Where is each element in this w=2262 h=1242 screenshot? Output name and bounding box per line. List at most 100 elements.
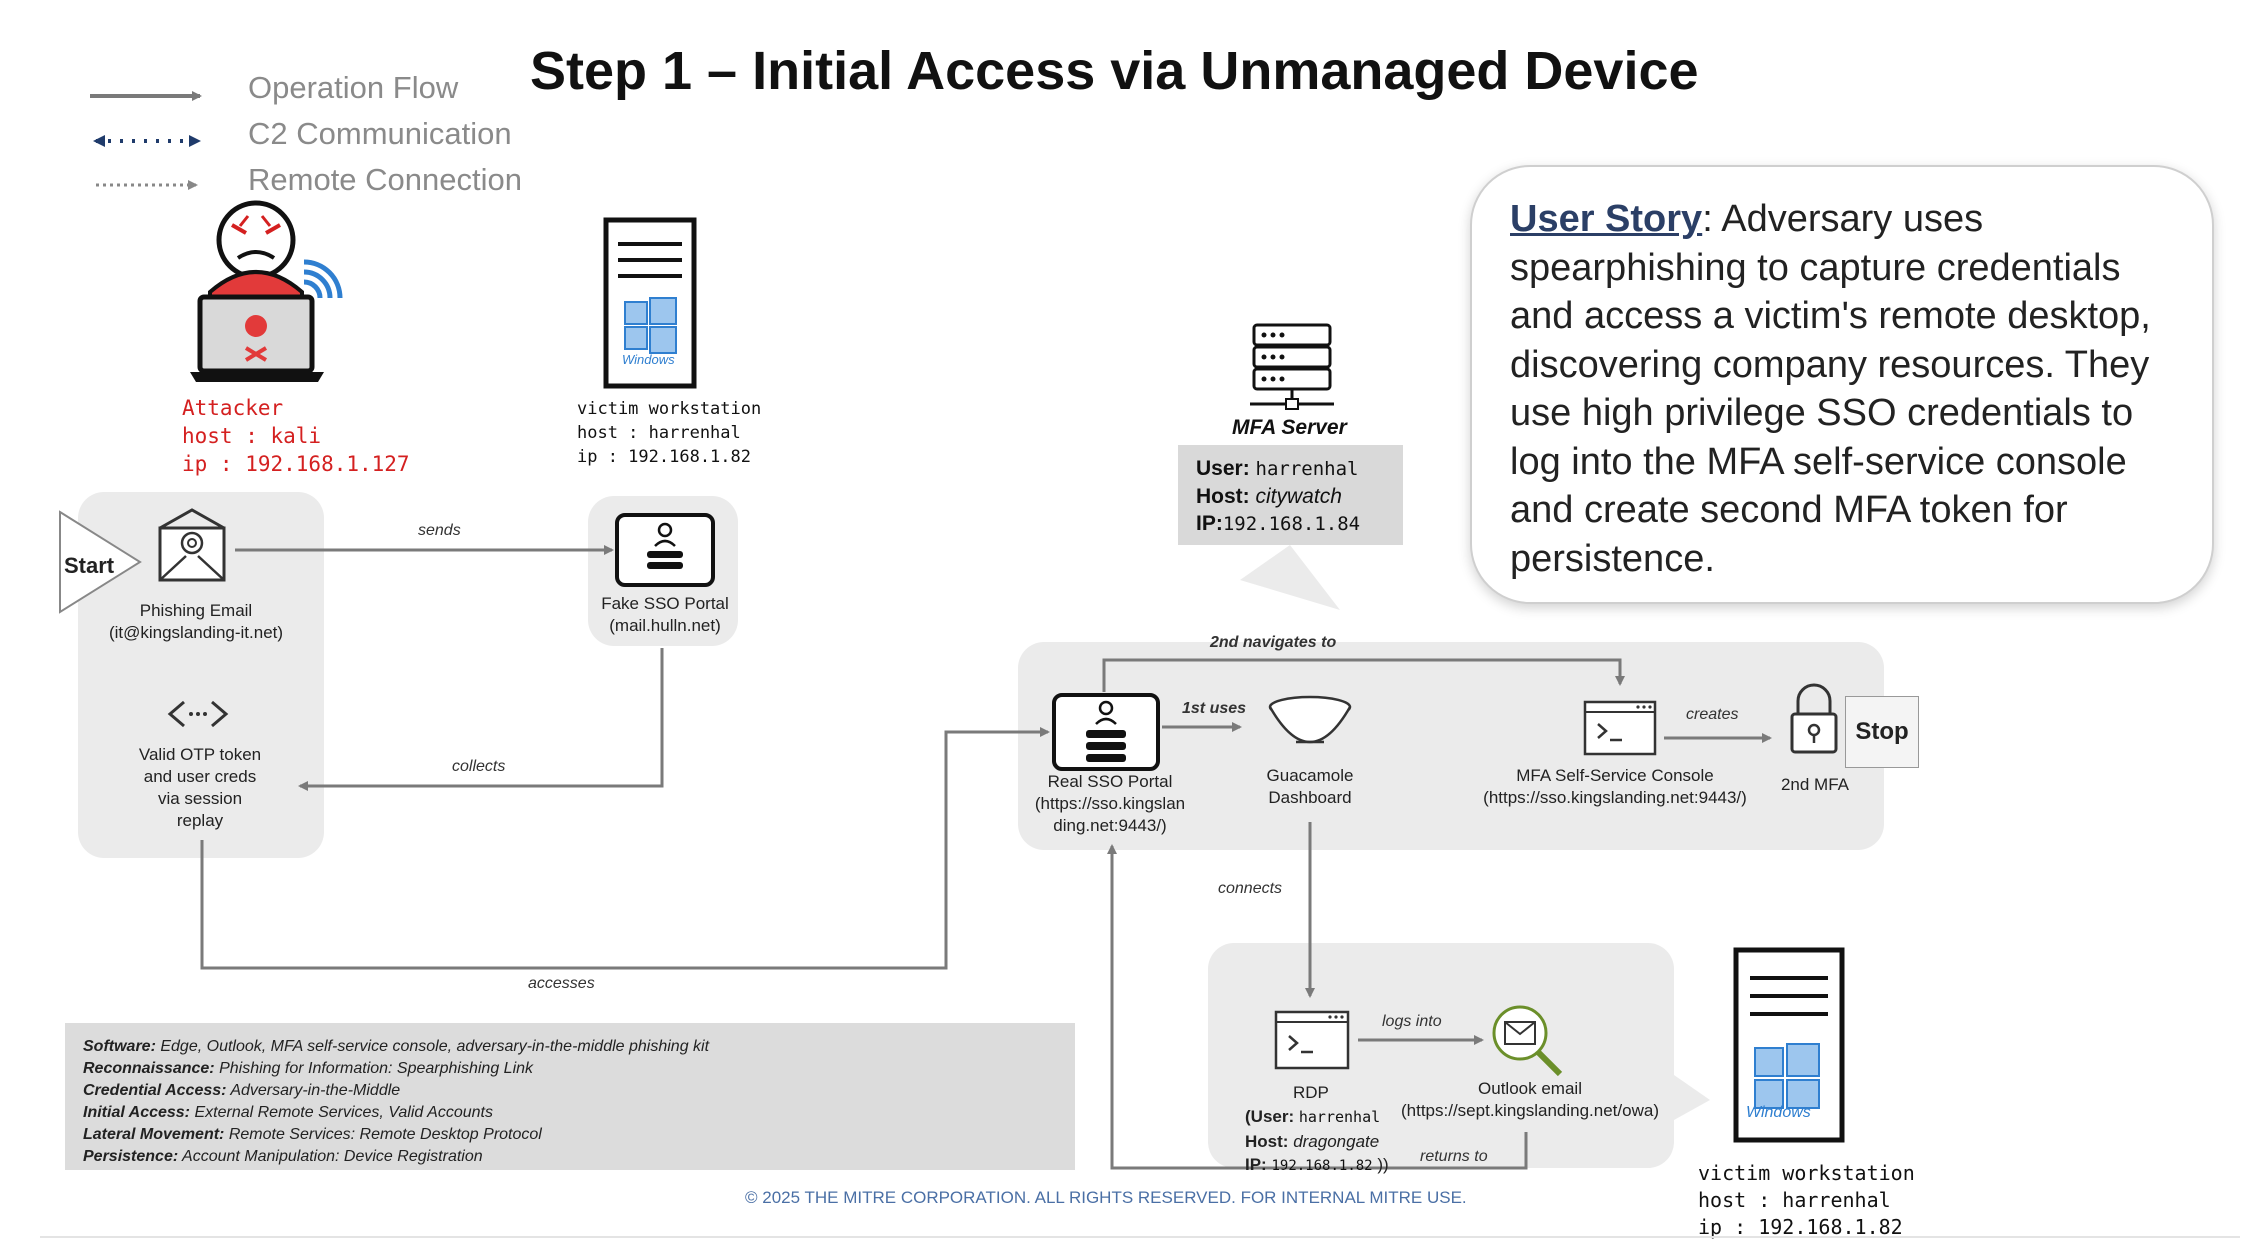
lock-icon <box>1790 683 1838 754</box>
edge-label-logs-into: logs into <box>1382 1013 1442 1030</box>
ttp-box <box>65 1023 1075 1170</box>
mfa-console-terminal-icon <box>1583 700 1657 756</box>
ttp-persist-key: Persistence: <box>83 1148 179 1165</box>
victim-top-name: victim workstation <box>577 399 762 419</box>
victim-bottom-host: host : harrenhal <box>1698 1188 1891 1212</box>
windows-label-top: Windows <box>622 352 675 367</box>
mfa-server-icon <box>1250 323 1334 410</box>
edge-label-uses: 1st uses <box>1182 700 1247 717</box>
real-sso-icon <box>1052 693 1160 771</box>
mfa-callout-pointer <box>1240 545 1340 610</box>
ttp-initial-val: External Remote Services, Valid Accounts <box>194 1104 493 1121</box>
legend-c2-communication: C2 Communication <box>248 116 512 151</box>
mfa-host-key: Host: <box>1196 485 1250 508</box>
bottom-divider <box>40 1236 2240 1238</box>
outlook-url: (https://sept.kingslanding.net/owa) <box>1401 1101 1659 1120</box>
ttp-lateral-key: Lateral Movement: <box>83 1126 225 1143</box>
victim-tower-top-icon <box>603 217 697 389</box>
otp-line-4: replay <box>176 811 224 830</box>
ttp-software-key: Software: <box>83 1038 156 1055</box>
phishing-email-title: Phishing Email <box>139 601 253 620</box>
copyright-notice: © 2025 THE MITRE CORPORATION. ALL RIGHTS… <box>745 1188 1467 1207</box>
otp-line-2: and user creds <box>143 767 257 786</box>
sso-panel <box>1018 642 1884 850</box>
mfa-ip-val: 192.168.1.84 <box>1222 513 1361 535</box>
edge-label-sends: sends <box>418 522 461 539</box>
ttp-recon-val: Phishing for Information: Spearphishing … <box>219 1060 534 1077</box>
rdp-ip-key: IP: <box>1245 1155 1267 1174</box>
rdp-terminal-icon <box>1274 1010 1350 1070</box>
edge-label-collects: collects <box>452 758 506 775</box>
edge-navigates <box>1102 658 1625 692</box>
attacker-info: Attacker host : kali ip : 192.168.1.127 <box>182 394 410 478</box>
real-sso-url-2: ding.net:9443/) <box>1053 816 1167 835</box>
edge-label-returns-to: returns to <box>1420 1148 1488 1165</box>
mfa-console-title: MFA Self-Service Console <box>1516 766 1714 785</box>
rdp-host-key: Host: <box>1245 1132 1289 1151</box>
windows-label-bottom: Windows <box>1746 1104 1811 1121</box>
fake-sso-label: Fake SSO Portal (mail.hulln.net) <box>575 593 755 637</box>
edge-label-creates: creates <box>1686 706 1739 723</box>
guacamole-title-2: Dashboard <box>1268 788 1352 807</box>
edge-label-navigates: 2nd navigates to <box>1210 634 1337 651</box>
real-sso-title: Real SSO Portal <box>1047 772 1173 791</box>
guacamole-title-1: Guacamole <box>1266 766 1354 785</box>
victim-bottom-ip: ip : 192.168.1.82 <box>1698 1215 1903 1239</box>
mfa-user-key: User: <box>1196 457 1250 480</box>
mfa-server-info: User: harrenhal Host: citywatch IP:192.1… <box>1196 455 1360 538</box>
phishing-email-address: (it@kingslanding-it.net) <box>108 623 284 642</box>
rdp-user-key: (User: <box>1245 1107 1295 1126</box>
mfa-server-box <box>1178 445 1403 545</box>
outlook-mail-icon <box>1492 1005 1563 1077</box>
legend-operation-flow: Operation Flow <box>248 70 459 105</box>
stop-box: Stop <box>1845 696 1919 768</box>
rdp-host-val: dragongate <box>1293 1132 1380 1151</box>
legend-remote-connection: Remote Connection <box>248 162 522 197</box>
ttp-lateral-val: Remote Services: Remote Desktop Protocol <box>228 1126 542 1143</box>
edge-label-connects: connects <box>1218 880 1283 897</box>
ttp-cred-val: Adversary-in-the-Middle <box>230 1082 401 1099</box>
victim-bottom-info: victim workstation host : harrenhal ip :… <box>1698 1160 1915 1241</box>
attacker-host: host : kali <box>182 424 322 448</box>
victim-top-ip: ip : 192.168.1.82 <box>577 447 751 467</box>
rdp-user-val: harrenhal <box>1298 1108 1381 1126</box>
fake-sso-domain: (mail.hulln.net) <box>609 616 721 635</box>
rdp-ip-close: )) <box>1377 1155 1389 1174</box>
page-title: Step 1 – Initial Access via Unmanaged De… <box>530 41 1699 101</box>
mfa-server-title: MFA Server <box>1232 416 1347 439</box>
guacamole-bowl-icon <box>1268 695 1352 744</box>
user-story-body: : Adversary uses spearphishing to captur… <box>1510 198 2151 580</box>
user-story-text: User Story: Adversary uses spearphishing… <box>1510 195 2190 583</box>
email-icon <box>158 508 226 582</box>
guacamole-label: Guacamole Dashboard <box>1240 765 1380 809</box>
attacker-name: Attacker <box>182 396 284 420</box>
ttp-list: Software: Edge, Outlook, MFA self-servic… <box>83 1036 709 1168</box>
ttp-cred-key: Credential Access: <box>83 1082 227 1099</box>
victim-top-host: host : harrenhal <box>577 423 741 443</box>
code-icon <box>167 700 229 728</box>
attacker-icon <box>190 200 343 382</box>
otp-line-1: Valid OTP token <box>138 745 262 764</box>
victim-top-info: victim workstation host : harrenhal ip :… <box>577 397 761 469</box>
rdp-title: RDP <box>1293 1083 1329 1102</box>
edge-returns-to <box>1107 844 1528 1170</box>
workstation-callout-pointer <box>1674 1075 1710 1120</box>
real-sso-label: Real SSO Portal (https://sso.kingslan di… <box>1020 771 1200 837</box>
start-shape <box>59 510 142 614</box>
mfa-ip-key: IP: <box>1196 512 1223 535</box>
edge-collects <box>298 648 664 791</box>
fake-sso-icon <box>615 513 715 587</box>
victim-tower-bottom-icon <box>1733 947 1845 1143</box>
outlook-title: Outlook email <box>1478 1079 1582 1098</box>
rdp-label: RDP (User: harrenhal Host: dragongate IP… <box>1245 1082 1389 1180</box>
ttp-persist-val: Account Manipulation: Device Registratio… <box>182 1148 483 1165</box>
otp-label: Valid OTP token and user creds via sessi… <box>100 744 300 832</box>
attacker-ip: ip : 192.168.1.127 <box>182 452 410 476</box>
user-story-heading: User Story <box>1510 198 1703 240</box>
second-mfa-label: 2nd MFA <box>1780 775 1850 794</box>
rdp-ip-val: 192.168.1.82 <box>1271 1158 1373 1174</box>
real-sso-url-1: (https://sso.kingslan <box>1034 794 1186 813</box>
user-story-box <box>1470 165 2214 604</box>
mfa-console-label: MFA Self-Service Console (https://sso.ki… <box>1450 765 1780 809</box>
edge-accesses <box>200 727 1050 970</box>
